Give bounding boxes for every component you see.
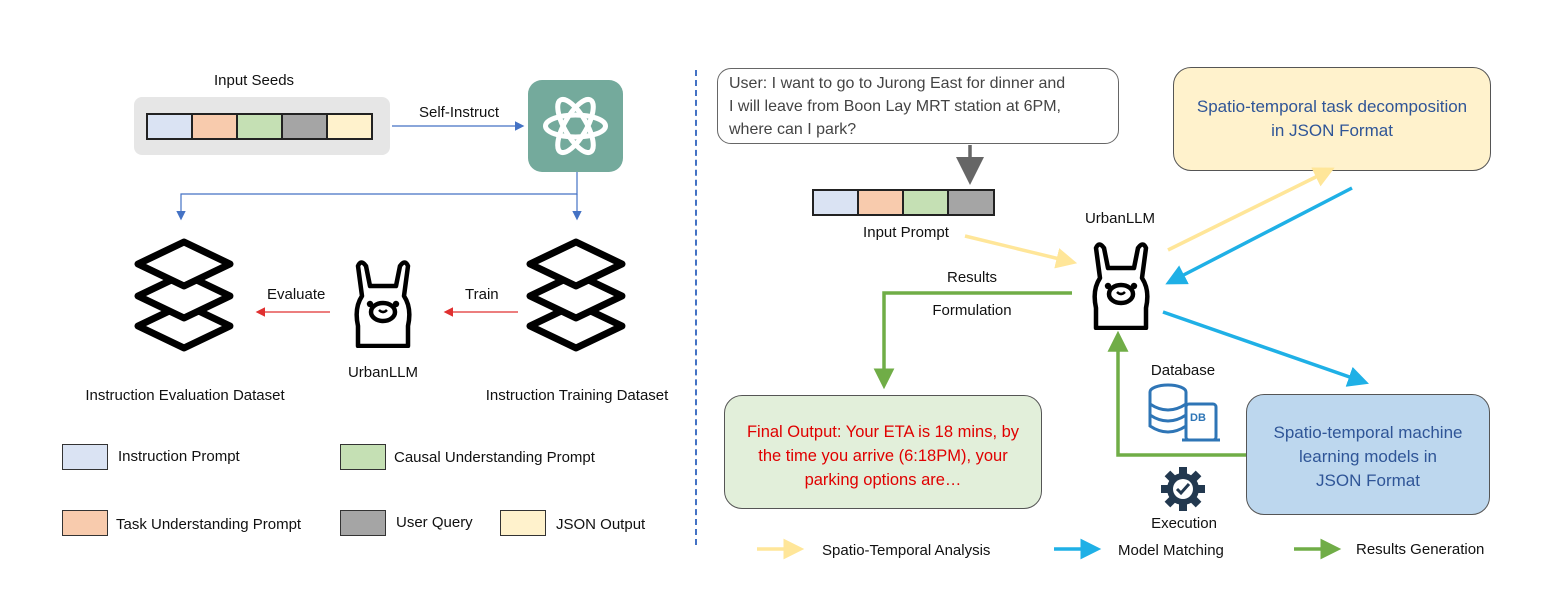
- train-dataset-label: Instruction Training Dataset: [485, 387, 669, 404]
- legend-swatch-json: [500, 510, 546, 536]
- input-prompt-label: Input Prompt: [863, 224, 949, 241]
- legend-label: Instruction Prompt: [118, 448, 240, 465]
- legend-label: JSON Output: [556, 516, 646, 533]
- gpt-logo-icon: [528, 80, 623, 172]
- legend-results-generation: Results Generation: [1356, 541, 1485, 558]
- legend-model-matching: Model Matching: [1118, 542, 1224, 559]
- legend-swatch-user-query: [340, 510, 386, 536]
- llama-icon: [1086, 238, 1156, 335]
- llama-icon: [348, 256, 418, 353]
- db-badge: DB: [1190, 412, 1206, 424]
- formulation-label: Formulation: [932, 302, 1012, 319]
- database-icon: [1146, 382, 1222, 453]
- ml-models-box: [1246, 394, 1490, 515]
- execution-gear-icon: [1160, 466, 1206, 517]
- final-output-box: [724, 395, 1042, 509]
- left-connectors: [176, 121, 582, 317]
- train-dataset-stack-icon: [524, 232, 628, 377]
- urbanllm-right-label: UrbanLLM: [1084, 210, 1156, 227]
- results-label: Results: [946, 269, 998, 286]
- train-label: Train: [465, 286, 499, 303]
- urbanllm-left-label: UrbanLLM: [347, 364, 419, 381]
- legend-label: Causal Understanding Prompt: [394, 449, 595, 466]
- legend-label: Task Understanding Prompt: [116, 516, 302, 533]
- final-output-text: Final Output: Your ETA is 18 mins, by th…: [746, 423, 1020, 489]
- ml-models-text: Spatio-temporal machine learning models …: [1273, 423, 1463, 490]
- legend-swatch-causal: [340, 444, 386, 470]
- evaluate-label: Evaluate: [267, 286, 326, 303]
- legend-swatch-instruction: [62, 444, 108, 470]
- eval-dataset-label: Instruction Evaluation Dataset: [85, 387, 285, 404]
- input-seeds-label: Input Seeds: [213, 72, 295, 89]
- database-label: Database: [1150, 362, 1216, 379]
- user-query-text: User: I want to go to Jurong East for di…: [729, 75, 1066, 138]
- self-instruct-label: Self-Instruct: [419, 104, 500, 121]
- task-decomposition-text: Spatio-temporal task decomposition in JS…: [1196, 97, 1468, 140]
- legend-swatch-task: [62, 510, 108, 536]
- task-decomposition-box: [1173, 67, 1491, 171]
- eval-dataset-stack-icon: [132, 232, 236, 377]
- legend-spatio-temporal-analysis: Spatio-Temporal Analysis: [822, 542, 991, 559]
- user-query-box: [717, 68, 1119, 144]
- panel-divider: [695, 70, 697, 545]
- execution-label: Execution: [1151, 515, 1217, 532]
- legend-label: User Query: [396, 514, 473, 531]
